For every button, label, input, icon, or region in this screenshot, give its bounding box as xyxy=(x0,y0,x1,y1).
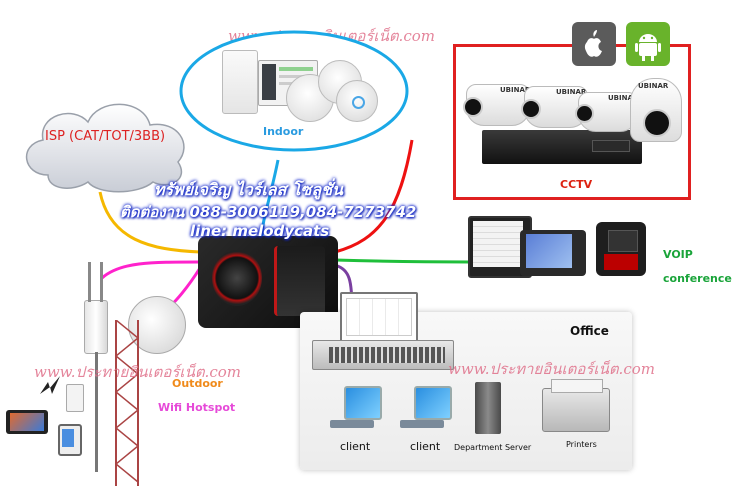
antenna-right xyxy=(100,262,103,302)
company-line-id: line: melodycats xyxy=(190,222,330,240)
isp-label: ISP (CAT/TOT/3BB) xyxy=(45,129,166,144)
client-label-2: client xyxy=(410,440,441,453)
pole xyxy=(95,352,98,472)
apple-icon xyxy=(572,22,616,66)
camera-brand-4: UBINAR xyxy=(638,82,669,90)
printer-label: Printers xyxy=(566,440,597,449)
indoor-link xyxy=(260,159,280,237)
company-contact: ติดต่องาน 088-3006119,084-7273742 xyxy=(120,203,417,221)
voip-video-phone xyxy=(520,230,586,276)
central-server xyxy=(198,236,338,328)
phone-device xyxy=(58,424,82,456)
wifi-hotspot-label: Wifi Hotspot xyxy=(158,401,236,414)
cctv-link xyxy=(334,139,414,254)
watermark-right: www.ประทายอินเตอร์เน็ต.com xyxy=(448,360,655,378)
client-keyboard-1 xyxy=(330,420,374,428)
bullet-camera-1 xyxy=(463,84,530,126)
cctv-label: CCTV xyxy=(560,178,593,191)
tablet-device xyxy=(6,410,48,434)
dome-camera xyxy=(630,78,682,142)
isp-link xyxy=(98,191,201,254)
voip-label: VOIP xyxy=(663,248,693,261)
office-label: Office xyxy=(570,324,609,338)
indoor-uap-3 xyxy=(336,80,378,122)
voip-link xyxy=(334,258,471,264)
camera-brand-1: UBINAR xyxy=(500,86,531,94)
isp-cloud-icon xyxy=(25,103,185,193)
client-keyboard-2 xyxy=(400,420,444,428)
department-server-icon xyxy=(475,382,501,434)
outdoor-small-ap xyxy=(66,384,84,412)
client-computer-2 xyxy=(414,386,452,420)
lattice-tower xyxy=(114,320,140,486)
company-name: ทรัพย์เจริญ ไวร์เลส โซลูชั่น xyxy=(154,180,343,199)
outdoor-ap xyxy=(84,300,108,354)
camera-brand-3: UBINAR xyxy=(608,94,639,102)
office-laptop xyxy=(340,292,418,342)
dvr-recorder xyxy=(482,130,642,164)
indoor-label: Indoor xyxy=(263,125,304,138)
printer-icon xyxy=(542,379,610,432)
server-label: Department Server xyxy=(454,443,532,452)
bullet-camera-3 xyxy=(575,92,638,132)
watermark-left: www.ประทายอินเตอร์เน็ต.com xyxy=(34,363,241,381)
office-switch xyxy=(312,340,454,370)
outdoor-link-1 xyxy=(101,260,201,280)
conference-label: conference xyxy=(663,272,732,285)
client-computer-1 xyxy=(344,386,382,420)
antenna-left xyxy=(88,262,91,302)
camera-brand-2: UBINAR xyxy=(556,88,587,96)
outdoor-label: Outdoor xyxy=(172,377,223,390)
indoor-wall-ap xyxy=(222,50,258,114)
voip-desk-phone xyxy=(596,222,646,276)
client-label-1: client xyxy=(340,440,371,453)
android-icon xyxy=(626,22,670,66)
signal-bolt-icon xyxy=(40,376,60,394)
